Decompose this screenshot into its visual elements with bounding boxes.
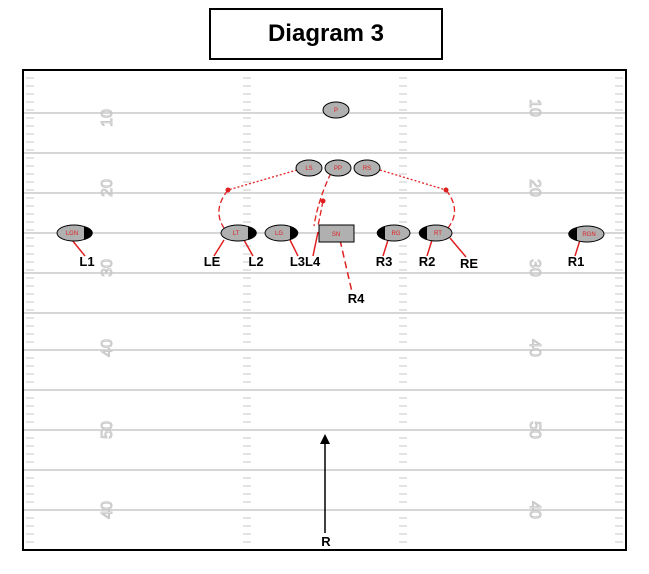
route-pp xyxy=(313,172,332,227)
player-lt-label: LT xyxy=(233,231,240,237)
player-lg-label: LG xyxy=(275,231,283,237)
label-r2: R2 xyxy=(419,254,436,269)
hash-marks xyxy=(26,77,623,543)
player-lg-shade xyxy=(290,226,299,240)
label-r4: R4 xyxy=(348,291,365,306)
route-node xyxy=(225,187,231,193)
route-re xyxy=(445,189,456,229)
player-ls-label: LS xyxy=(305,166,312,172)
yard-number: 20 xyxy=(526,179,543,197)
line-r2 xyxy=(426,239,433,257)
return-arrow: R xyxy=(320,434,331,549)
player-sn xyxy=(318,224,355,243)
assignment-lines xyxy=(71,231,581,293)
yard-number: 10 xyxy=(526,99,543,117)
label-le: LE xyxy=(204,254,221,269)
yard-number: 40 xyxy=(526,339,543,357)
label-re: RE xyxy=(460,256,478,271)
player-rg-label: RG xyxy=(392,231,401,237)
arrow-head xyxy=(320,434,330,444)
line-l3 xyxy=(289,239,299,257)
yard-number: 40 xyxy=(99,339,116,357)
player-sn-label: SN xyxy=(332,232,340,238)
rush-routes xyxy=(218,169,456,229)
player-pp-label: PP xyxy=(334,166,342,172)
route-rs-right xyxy=(379,169,447,191)
player-rt-label: RT xyxy=(434,231,442,237)
yard-numbers-left: 10 20 30 40 50 40 xyxy=(99,109,117,520)
route-le xyxy=(218,189,229,229)
label-l2: L2 xyxy=(248,254,263,269)
arrow-label: R xyxy=(321,534,331,549)
yard-number: 40 xyxy=(526,501,543,519)
yard-number: 20 xyxy=(99,179,116,197)
diagram-title: Diagram 3 xyxy=(267,20,385,47)
player-pp xyxy=(324,159,352,177)
player-rgn-shade xyxy=(568,227,577,241)
route-node xyxy=(443,187,449,193)
line-le xyxy=(213,239,225,257)
yard-number: 10 xyxy=(99,109,116,127)
player-rg-shade xyxy=(376,226,385,240)
line-l4 xyxy=(312,231,319,257)
yard-lines xyxy=(24,112,625,511)
label-r1: R1 xyxy=(568,254,585,269)
players: P LS PP RS LGN LT LG SN RG RT RGN xyxy=(56,101,605,243)
player-rgn-label: RGN xyxy=(582,232,595,238)
line-l2 xyxy=(243,239,254,257)
line-r4 xyxy=(339,239,353,293)
line-r1 xyxy=(574,239,581,257)
yard-number: 40 xyxy=(99,501,116,519)
line-re xyxy=(449,237,467,258)
yard-number: 30 xyxy=(99,259,116,277)
line-r3 xyxy=(382,239,389,257)
player-lgn-label: LGN xyxy=(66,231,78,237)
player-ls xyxy=(295,159,323,177)
label-l1: L1 xyxy=(79,254,94,269)
yard-numbers-right: 10 20 30 40 50 40 xyxy=(526,99,544,520)
player-p-label: P xyxy=(334,108,338,114)
yard-number: 50 xyxy=(526,421,543,439)
label-r3: R3 xyxy=(376,254,393,269)
player-rs-label: RS xyxy=(363,166,371,172)
player-lgn-shade xyxy=(84,226,93,240)
line-l1 xyxy=(71,239,86,257)
player-lt-shade xyxy=(248,226,257,240)
assignment-labels: L1 LE L2 L3L4 R3 R2 RE R1 R4 xyxy=(79,254,584,306)
player-rs xyxy=(353,159,381,177)
player-rt-shade xyxy=(418,226,427,240)
diagram-title-box: Diagram 3 xyxy=(209,8,443,60)
route-node xyxy=(320,198,326,204)
player-p xyxy=(322,101,350,119)
label-l3l4: L3L4 xyxy=(290,254,321,269)
yard-number: 30 xyxy=(526,259,543,277)
yard-number: 50 xyxy=(99,421,116,439)
route-l4 xyxy=(317,200,324,227)
